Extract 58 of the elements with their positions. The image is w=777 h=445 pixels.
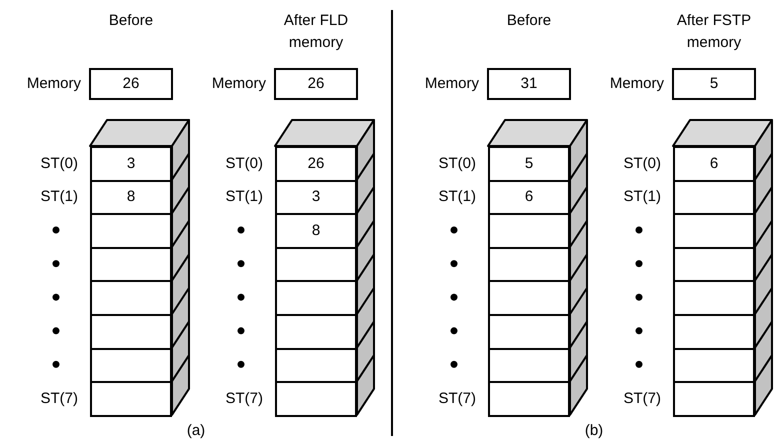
register-label: ST(0) xyxy=(226,156,263,171)
register-label: ST(0) xyxy=(438,156,476,171)
register-cell xyxy=(488,280,570,316)
register-cell xyxy=(275,314,357,350)
register-cell xyxy=(275,280,357,316)
register-cell xyxy=(275,246,357,282)
column-heading: After FLD memory xyxy=(282,11,350,53)
register-cell xyxy=(673,280,755,316)
register-cell xyxy=(673,180,755,216)
register-cell: 6 xyxy=(488,180,570,216)
register-cell: 26 xyxy=(275,146,357,182)
register-cell xyxy=(673,246,755,282)
register-cell xyxy=(673,314,755,350)
register-cell xyxy=(488,381,570,417)
memory-box: 5 xyxy=(672,68,756,100)
register-cell xyxy=(90,314,172,350)
memory-label: Memory xyxy=(26,76,81,91)
register-cell xyxy=(488,246,570,282)
register-cell xyxy=(488,314,570,350)
register-label: ST(1) xyxy=(226,189,263,204)
register-cell xyxy=(90,213,172,249)
register-cell xyxy=(673,348,755,384)
register-cell: 6 xyxy=(673,146,755,182)
register-cell xyxy=(90,381,172,417)
register-label: ST(7) xyxy=(624,391,661,406)
register-cell xyxy=(275,381,357,417)
memory-label: Memory xyxy=(424,76,479,91)
register-cell xyxy=(673,213,755,249)
register-cell xyxy=(275,348,357,384)
register-cell: 8 xyxy=(275,213,357,249)
column-heading: Before xyxy=(506,11,552,31)
register-cell xyxy=(488,213,570,249)
register-cell xyxy=(488,348,570,384)
register-cell xyxy=(90,348,172,384)
register-label: ST(1) xyxy=(438,189,476,204)
memory-box: 31 xyxy=(487,68,571,100)
memory-box: 26 xyxy=(89,68,173,100)
register-cell: 3 xyxy=(90,146,172,182)
panel-label: (a) xyxy=(186,421,206,441)
memory-label: Memory xyxy=(212,76,266,91)
memory-label: Memory xyxy=(610,76,664,91)
register-label: ST(1) xyxy=(624,189,661,204)
register-label: ST(7) xyxy=(226,391,263,406)
register-label: ST(7) xyxy=(438,391,476,406)
register-cell xyxy=(673,381,755,417)
panel-label: (b) xyxy=(584,421,604,441)
register-label: ST(0) xyxy=(624,156,661,171)
register-cell: 8 xyxy=(90,180,172,216)
column-heading: After FSTP memory xyxy=(676,11,752,53)
memory-box: 26 xyxy=(274,68,358,100)
register-label: ST(7) xyxy=(40,391,78,406)
column-heading: Before xyxy=(108,11,154,31)
register-label: ST(1) xyxy=(40,189,78,204)
register-label: ST(0) xyxy=(40,156,78,171)
register-cell xyxy=(90,246,172,282)
register-cell: 3 xyxy=(275,180,357,216)
register-cell: 5 xyxy=(488,146,570,182)
register-cell xyxy=(90,280,172,316)
